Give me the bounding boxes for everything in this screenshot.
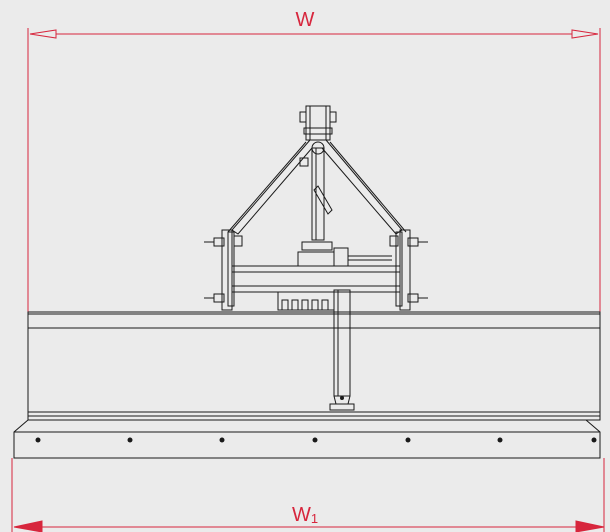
bolt-hole (497, 437, 503, 443)
bolt-hole (591, 437, 597, 443)
blade-face (27, 327, 601, 421)
hitch-frame (204, 105, 428, 311)
bolt-hole (127, 437, 133, 443)
bottom-dimension-label-main: W (292, 504, 311, 526)
top-dimension (27, 28, 601, 312)
bolt-hole (219, 437, 225, 443)
blade-cutting-edge (13, 419, 601, 459)
bottom-dimension-label-sub: 1 (311, 511, 318, 526)
top-right-arrow (571, 29, 599, 39)
bottom-dimension-label: W1 (292, 504, 318, 526)
bolt-hole (35, 437, 41, 443)
top-left-arrow (29, 29, 57, 39)
bottom-right-arrow (575, 520, 605, 532)
blade-bolts (35, 437, 597, 443)
center-post (329, 289, 355, 411)
bottom-left-arrow (13, 520, 43, 532)
top-dimension-label: W (296, 9, 315, 31)
blade (13, 311, 601, 459)
bottom-dimension (11, 458, 605, 532)
bolt-hole (312, 437, 318, 443)
bolt-hole (405, 437, 411, 443)
